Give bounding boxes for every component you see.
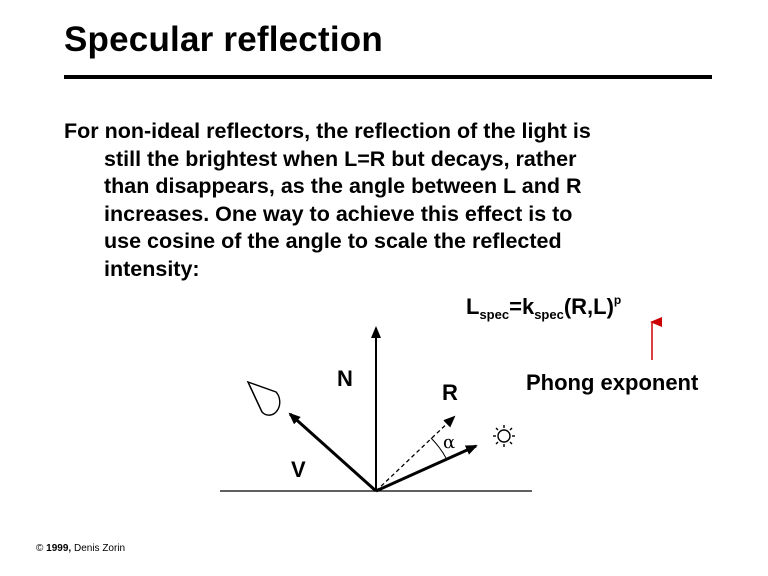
formula-eq-k: =k — [509, 294, 535, 319]
view-label: V — [291, 457, 306, 482]
view-vector — [288, 412, 378, 493]
formula-l: L — [466, 294, 480, 319]
copyright-symbol: © — [36, 543, 44, 554]
angle-arc — [430, 437, 447, 459]
phong-exponent-label: Phong exponent — [526, 370, 699, 395]
slide-title: Specular reflection — [64, 20, 383, 59]
paragraph-line: increases. One way to achieve this effec… — [104, 201, 573, 226]
ideal-reflection-dashed — [375, 415, 456, 492]
specular-formula: Lspec=kspec(R,L)p — [466, 293, 622, 322]
body-paragraph: For non-ideal reflectors, the reflection… — [64, 118, 754, 283]
sun-icon — [493, 425, 515, 447]
reflected-label: R — [442, 380, 458, 405]
formula-args: (R,L) — [563, 294, 614, 319]
normal-label: N — [337, 366, 353, 391]
formula-l-subscript: spec — [479, 307, 510, 322]
paragraph-line: For non-ideal reflectors, the reflection… — [64, 119, 591, 143]
formula-exponent: p — [613, 293, 622, 307]
paragraph-line: still the brightest when L=R but decays,… — [104, 146, 577, 171]
copyright-year: 1999, — [46, 543, 72, 554]
copyright-author: Denis Zorin — [73, 543, 126, 554]
angle-alpha-label: α — [443, 432, 455, 453]
reflected-vector — [375, 444, 478, 493]
paragraph-line: use cosine of the angle to scale the ref… — [104, 229, 562, 253]
eye-icon — [246, 380, 281, 416]
paragraph-line: than disappears, as the angle between L … — [104, 174, 582, 198]
title-underline — [64, 75, 712, 79]
formula-k-subscript: spec — [534, 307, 564, 322]
copyright-footer: © 1999, Denis Zorin — [36, 543, 125, 554]
paragraph-line: intensity: — [104, 256, 200, 281]
